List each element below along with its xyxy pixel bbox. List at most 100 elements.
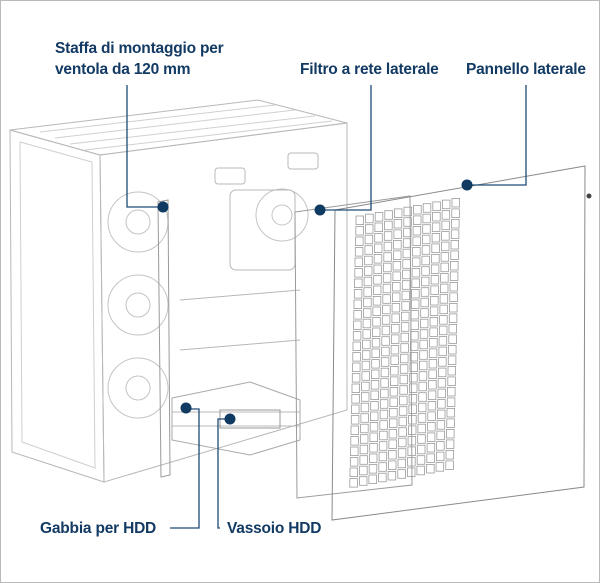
mesh-cell	[403, 217, 412, 227]
mesh-cell	[421, 266, 430, 276]
mesh-cell	[398, 427, 407, 437]
label-side-mesh-filter: Filtro a rete laterale	[300, 61, 439, 78]
mesh-cell	[408, 414, 417, 425]
mesh-cell	[361, 360, 371, 371]
mesh-cell	[437, 367, 447, 378]
cable-grommet	[287, 152, 319, 170]
mesh-cell	[441, 220, 450, 231]
leader-line-fan-bracket	[126, 85, 163, 208]
mesh-cell	[354, 278, 363, 289]
mesh-cell	[439, 315, 448, 325]
mesh-cell	[407, 446, 416, 456]
mesh-cell	[406, 467, 416, 477]
mesh-cell	[390, 355, 399, 365]
mesh-cell	[446, 428, 455, 439]
mesh-cell	[441, 210, 451, 220]
mesh-cell	[361, 371, 370, 381]
mesh-cell	[436, 430, 445, 441]
mesh-cell	[398, 416, 407, 427]
mesh-cell	[370, 369, 380, 380]
mesh-cell	[354, 247, 364, 257]
mesh-cell	[398, 406, 408, 416]
mesh-cell	[410, 309, 420, 320]
mesh-cell	[391, 292, 401, 302]
mesh-cell	[373, 254, 383, 264]
mesh-cell	[439, 304, 448, 315]
mesh-cell	[426, 432, 436, 442]
mesh-cell	[397, 458, 406, 469]
mesh-cell	[435, 451, 445, 462]
mesh-cell	[382, 304, 391, 315]
mesh-cell	[451, 208, 460, 218]
mesh-cell	[355, 215, 364, 226]
mesh-cell	[374, 222, 383, 233]
mesh-cell	[420, 276, 430, 287]
mesh-cell	[382, 283, 392, 294]
mesh-cell	[390, 365, 399, 376]
mesh-cell	[411, 278, 420, 288]
mesh-cell	[409, 372, 418, 383]
mesh-cell	[389, 407, 398, 418]
mesh-cell	[373, 264, 382, 275]
mesh-cell	[371, 327, 381, 338]
mesh-cell	[449, 302, 458, 313]
mesh-cell	[371, 359, 380, 369]
mesh-cell	[372, 317, 381, 327]
mesh-cell	[436, 441, 445, 451]
mesh-cell	[447, 386, 456, 397]
mesh-cell	[411, 257, 421, 267]
label-fan-bracket-line1: Staffa di montaggio per	[55, 40, 224, 57]
mesh-cell	[421, 245, 431, 255]
mesh-cell	[363, 297, 372, 308]
mesh-cell	[428, 369, 437, 379]
mesh-cell	[402, 269, 411, 280]
mesh-cell	[422, 213, 431, 224]
mesh-cell	[363, 266, 373, 276]
mesh-cell	[359, 434, 369, 444]
mesh-cell	[373, 275, 382, 285]
mesh-cell	[374, 233, 383, 243]
mesh-cell	[420, 287, 430, 297]
mesh-cell	[446, 397, 456, 407]
mesh-cell	[447, 376, 456, 386]
front-fans	[107, 191, 169, 419]
mesh-cell	[353, 320, 362, 331]
label-hdd-cage: Gabbia per HDD	[40, 520, 157, 537]
mesh-cell	[352, 362, 361, 373]
mesh-cell	[390, 344, 400, 355]
mesh-cell	[392, 260, 402, 271]
fan-bracket-shape	[157, 199, 171, 478]
mesh-cell	[402, 259, 411, 269]
mesh-cell	[401, 301, 410, 311]
mesh-cell	[384, 220, 393, 231]
mesh-cell	[383, 262, 392, 273]
mesh-cell	[360, 413, 369, 423]
side-panel-mesh-grid	[349, 197, 460, 488]
mesh-cell	[399, 385, 408, 395]
mesh-cell	[410, 299, 420, 309]
mesh-cell	[418, 381, 427, 392]
mesh-cell	[391, 302, 401, 313]
mesh-cell	[416, 444, 426, 455]
mesh-cell	[417, 413, 427, 423]
mesh-cell	[413, 204, 422, 215]
mesh-cell	[448, 334, 457, 344]
mesh-cell	[389, 376, 399, 386]
mesh-cell	[374, 212, 384, 222]
mesh-cell	[441, 199, 451, 210]
mesh-cell	[401, 311, 410, 322]
mesh-cell	[388, 449, 397, 460]
mesh-cell	[378, 451, 388, 462]
mesh-cell	[398, 437, 407, 448]
mesh-cell	[350, 415, 360, 425]
mesh-cell	[368, 453, 378, 464]
mesh-cell	[409, 351, 419, 362]
mesh-cell	[397, 469, 406, 479]
mesh-cell	[399, 374, 408, 385]
mesh-cell	[359, 455, 368, 465]
mesh-cell	[399, 364, 409, 374]
mesh-cell	[349, 467, 358, 478]
mesh-cell	[412, 215, 422, 225]
mesh-cell	[380, 357, 390, 367]
label-fan-bracket: Staffa di montaggio per ventola da 120 m…	[55, 38, 224, 80]
